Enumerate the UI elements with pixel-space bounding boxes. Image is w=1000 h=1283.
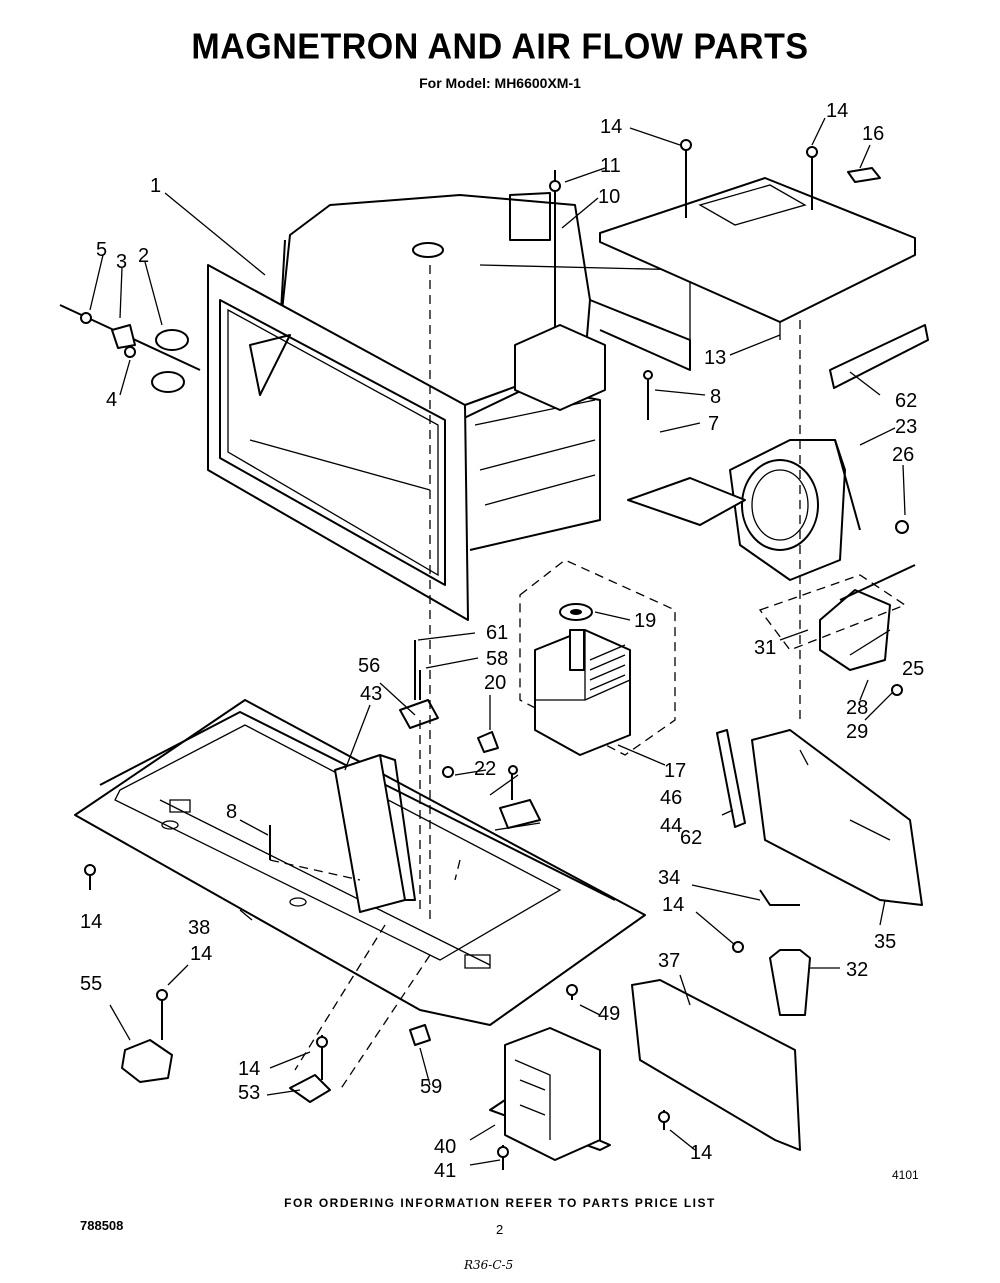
callout-56: 56 (358, 655, 380, 677)
waveguide-part (514, 324, 606, 411)
callout-58: 58 (486, 648, 508, 670)
callout-25: 25 (902, 658, 924, 680)
callout-31: 31 (754, 637, 776, 659)
thermostat-part (477, 731, 499, 753)
callout-17: 17 (664, 760, 686, 782)
callout-37: 37 (658, 950, 680, 972)
callout-14-f: 14 (238, 1058, 260, 1080)
callout-46: 46 (660, 787, 682, 809)
callout-43: 43 (360, 683, 382, 705)
callout-14-g: 14 (690, 1142, 712, 1164)
callout-14-b: 14 (826, 100, 848, 122)
leader-lines (89, 117, 906, 1166)
callout-62-a: 62 (895, 390, 917, 412)
seal-strip-upper-part (829, 324, 929, 389)
document-number: 788508 (80, 1218, 124, 1233)
oven-cavity-part (207, 194, 691, 621)
callout-44: 44 (660, 815, 682, 837)
callout-23: 23 (895, 416, 917, 438)
callout-41: 41 (434, 1160, 456, 1182)
top-cover-part (509, 177, 916, 340)
callout-62-b: 62 (680, 827, 702, 849)
terminal-block-part (499, 799, 541, 829)
callout-61: 61 (486, 622, 508, 644)
air-duct-side (379, 754, 416, 901)
callout-4: 4 (106, 389, 117, 411)
screws (84, 139, 909, 1170)
clip-part (759, 889, 800, 906)
callout-1: 1 (150, 175, 161, 197)
callout-38: 38 (188, 917, 210, 939)
callout-14-d: 14 (662, 894, 684, 916)
callout-22: 22 (474, 758, 496, 780)
back-plate-part (751, 729, 923, 906)
callout-19: 19 (634, 610, 656, 632)
callout-3: 3 (116, 251, 127, 273)
footer-note: FOR ORDERING INFORMATION REFER TO PARTS … (284, 1196, 716, 1210)
fan-motor-part (758, 564, 916, 671)
callout-7: 7 (708, 413, 719, 435)
switch-part (121, 1039, 173, 1083)
page-number: 2 (496, 1222, 504, 1237)
callout-13: 13 (704, 347, 726, 369)
callout-10: 10 (598, 186, 620, 208)
seal-strip-lower-part (716, 729, 746, 828)
back-plate-detail (799, 749, 891, 841)
callout-35: 35 (874, 931, 896, 953)
nut-part (409, 1024, 431, 1046)
callout-8-b: 8 (226, 801, 237, 823)
callout-28: 28 (846, 697, 868, 719)
blower-housing-part (627, 439, 861, 581)
callout-40: 40 (434, 1136, 456, 1158)
page-title: MAGNETRON AND AIR FLOW PARTS (191, 27, 809, 67)
callout-59: 59 (420, 1076, 442, 1098)
callout-26: 26 (892, 444, 914, 466)
callout-49: 49 (598, 1003, 620, 1025)
callout-2: 2 (138, 245, 149, 267)
mount-part (399, 699, 439, 729)
callout-5: 5 (96, 239, 107, 261)
model-subtitle: For Model: MH6600XM-1 (419, 75, 581, 91)
bracket-part (289, 1074, 331, 1103)
callout-55: 55 (80, 973, 102, 995)
drawing-id: 4101 (892, 1168, 919, 1182)
callout-14-a: 14 (600, 116, 622, 138)
callout-20: 20 (484, 672, 506, 694)
bracket-assembly-part (59, 304, 201, 393)
callout-labels: 14 14 16 11 10 1 5 3 2 4 13 8 7 62 23 26… (80, 100, 924, 1182)
callout-34: 34 (658, 867, 680, 889)
callout-11: 11 (600, 155, 621, 177)
callout-53: 53 (238, 1082, 260, 1104)
handwritten-note: R36-C-5 (464, 1258, 514, 1272)
callout-14-e: 14 (190, 943, 212, 965)
transformer-part (489, 1027, 611, 1161)
cover-plate-part (631, 979, 801, 1151)
callout-16: 16 (862, 123, 884, 145)
callout-29: 29 (846, 721, 868, 743)
callout-14-c: 14 (80, 911, 102, 933)
magnetron-part (519, 170, 676, 756)
thermal-cup-part (769, 949, 811, 1016)
callout-32: 32 (846, 959, 868, 981)
callout-8-a: 8 (710, 386, 721, 408)
